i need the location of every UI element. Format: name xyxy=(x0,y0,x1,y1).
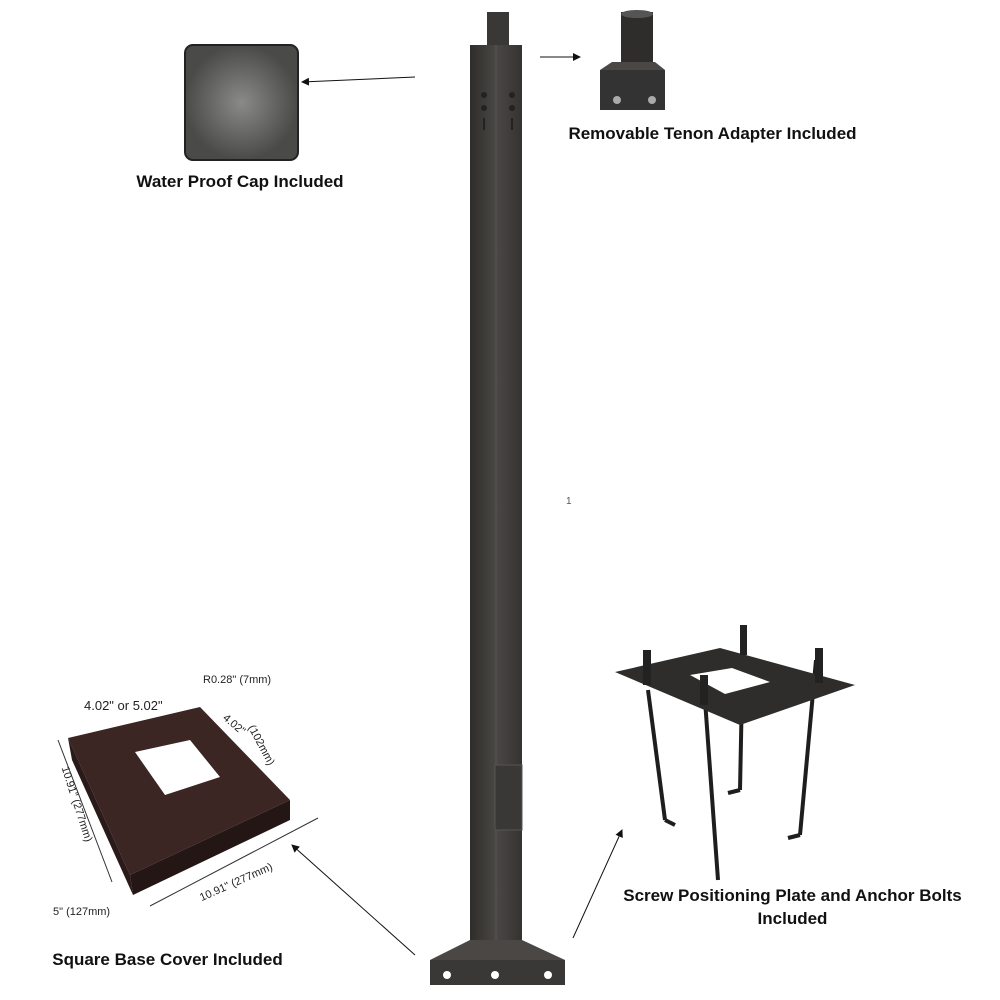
stray-mark: 1 xyxy=(566,496,572,507)
light-pole xyxy=(430,12,565,985)
caption-plate-line2: Included xyxy=(757,909,828,928)
base-cover-image xyxy=(57,707,319,907)
waterproof-cap-image xyxy=(184,44,299,161)
tenon-adapter-image xyxy=(600,10,665,110)
access-door xyxy=(494,764,523,831)
caption-plate-line1: Screw Positioning Plate and Anchor Bolts xyxy=(623,886,962,905)
dim-height: 5" (127mm) xyxy=(53,906,111,918)
caption-tenon: Removable Tenon Adapter Included xyxy=(568,124,857,143)
dim-opening: 4.02" or 5.02" xyxy=(84,698,163,713)
caption-cap: Water Proof Cap Included xyxy=(136,172,344,191)
dim-radius: R0.28" (7mm) xyxy=(203,674,272,686)
caption-base-cover: Square Base Cover Included xyxy=(52,950,283,969)
